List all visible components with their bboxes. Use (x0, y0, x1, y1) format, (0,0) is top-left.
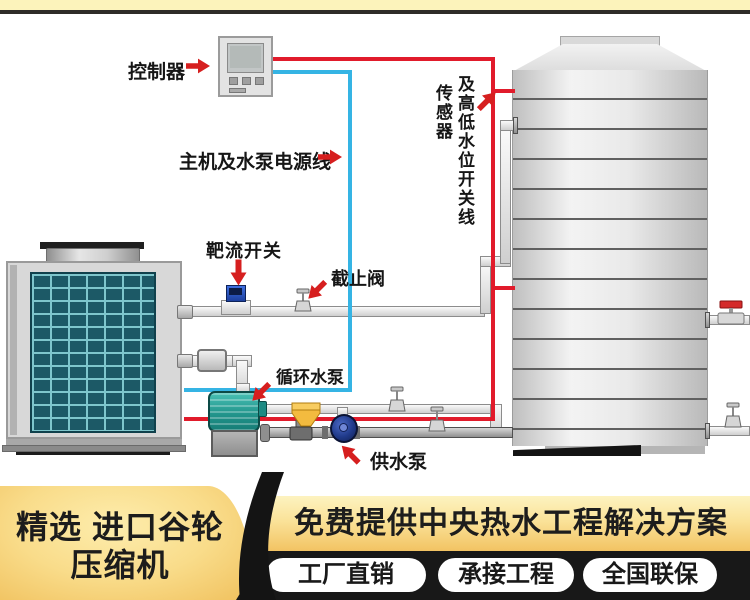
controller-button (229, 77, 238, 85)
tank-drain-valve-icon (723, 402, 743, 429)
heat-pump-bottom-band (6, 439, 182, 445)
pipe-tank-inlet-flange (513, 117, 518, 134)
hot-wire-vertical (491, 57, 495, 421)
heat-pump-fan-base (40, 242, 144, 249)
supply-pipe-valve-icon (427, 406, 447, 433)
banner-divider-swoosh (218, 468, 310, 600)
supply-pump-hub (339, 423, 348, 432)
banner-headline-band: 免费提供中央热水工程解决方案 (254, 496, 750, 552)
hot-wire-top (272, 57, 494, 61)
return-pipe-valve-icon (387, 386, 407, 413)
tank-shoulder (512, 44, 708, 72)
controller-button (255, 77, 264, 85)
top-strip-line (0, 10, 750, 14)
pipe-supply-endcap (260, 424, 270, 442)
arrow-up-right-icon (473, 87, 505, 119)
cold-wire-top (272, 70, 350, 74)
sensor-label: 传感器 (433, 84, 452, 141)
arrow-right-icon (318, 149, 342, 170)
level-switch-line-label: 及高低水位开关线 (455, 75, 474, 227)
tank-outlet-ball-valve-icon (716, 300, 746, 326)
flow-switch-fitting (221, 300, 251, 315)
arrow-right-icon (186, 58, 210, 79)
banner-headline: 免费提供中央热水工程解决方案 (294, 507, 728, 540)
heat-pump-left-trim (10, 265, 17, 435)
controller-button-bar (229, 88, 246, 93)
pipe-riser-upper (500, 128, 511, 264)
controller-label: 控制器 (128, 62, 186, 83)
hot-wire-branch-high (495, 89, 515, 93)
cold-wire-vertical (348, 70, 352, 392)
heat-pump-port-top (177, 305, 193, 319)
banner-black-band: 工厂直销 承接工程 全国联保 (236, 551, 750, 600)
pipe-tank-out-top-flange (705, 312, 710, 328)
pipe-tank-out-bottom-flange (705, 423, 710, 439)
stop-valve-label: 截止阀 (331, 269, 385, 289)
banner-left-panel: 精选 进口谷轮 压缩机 (0, 486, 254, 600)
circulation-pump-base (211, 430, 258, 457)
heat-pump-base-line (16, 452, 170, 455)
heat-pump-port-mid (177, 354, 193, 368)
pill-national-warranty: 全国联保 (583, 558, 717, 592)
stop-valve-icon (294, 288, 312, 313)
flow-switch-display (229, 288, 242, 295)
circulation-pump-snout (258, 401, 267, 417)
pipe-riser-lower (480, 262, 491, 314)
flow-switch-label: 靶流开关 (206, 241, 282, 261)
hot-water-tank (512, 70, 708, 446)
banner-left-line1: 精选 进口谷轮 (16, 509, 224, 545)
controller-button (242, 77, 251, 85)
heat-pump-base (2, 445, 186, 452)
pipe-union-fitting (197, 349, 227, 372)
supply-pump-label: 供水泵 (370, 452, 428, 473)
supply-pump-flange-left (322, 426, 328, 439)
arrow-down-left-icon (243, 375, 275, 407)
arrow-down-left-icon (299, 273, 331, 305)
tank-base (513, 444, 641, 456)
circulation-pump-label: 循环水泵 (276, 368, 344, 387)
controller-screen-inner (230, 46, 261, 68)
top-strip (0, 0, 750, 10)
arrow-down-icon (226, 259, 247, 287)
filter-strainer-icon (291, 402, 321, 428)
pill-undertake-projects: 承接工程 (438, 558, 574, 592)
cold-wire-bottom (184, 388, 352, 392)
hot-wire-branch-low (495, 286, 515, 290)
pill-factory-direct: 工厂直销 (266, 558, 426, 592)
power-line-label: 主机及水泵电源线 (179, 152, 332, 173)
heat-pump-coil-grid (30, 272, 156, 433)
banner-left-line2: 压缩机 (70, 547, 170, 583)
arrow-up-left-icon (336, 437, 368, 469)
